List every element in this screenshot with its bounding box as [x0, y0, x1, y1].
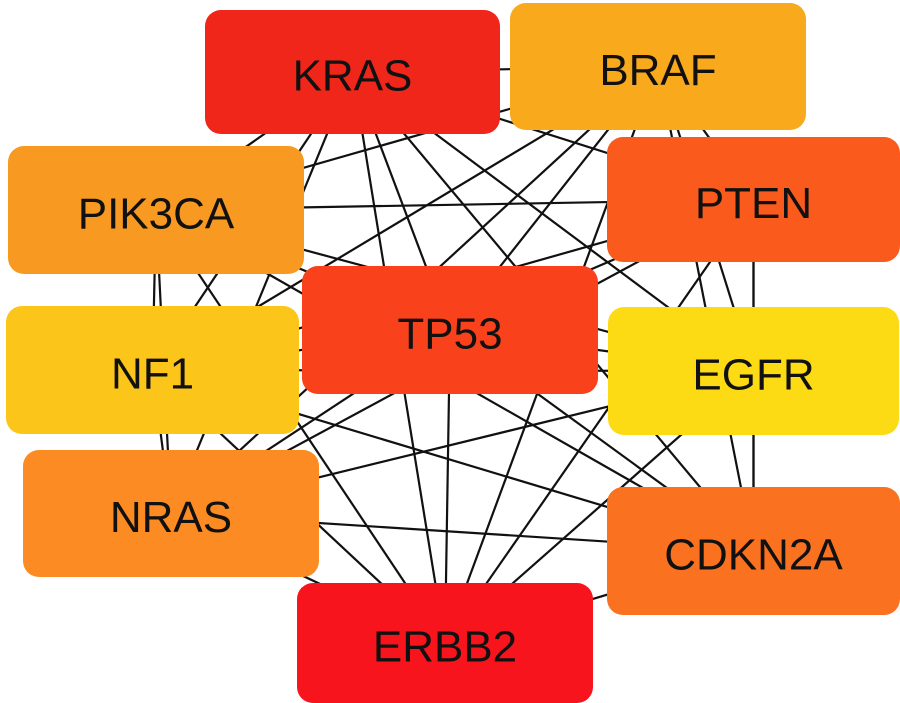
- node-pik3ca: PIK3CA: [8, 146, 304, 274]
- edge-pten-erbb2: [444, 198, 755, 644]
- node-nf1: NF1: [6, 306, 299, 434]
- node-label-pik3ca: PIK3CA: [78, 190, 235, 239]
- edge-pik3ca-erbb2: [155, 209, 446, 644]
- node-label-nf1: NF1: [111, 350, 194, 399]
- node-box-egfr: [608, 307, 899, 435]
- node-box-cdkn2a: [607, 487, 900, 615]
- node-box-pten: [607, 137, 900, 262]
- edge-kras-nras: [169, 71, 354, 514]
- node-tp53: TP53: [302, 266, 598, 394]
- node-box-kras: [205, 10, 500, 134]
- node-label-egfr: EGFR: [692, 351, 814, 400]
- node-erbb2: ERBB2: [297, 583, 593, 703]
- node-cdkn2a: CDKN2A: [607, 487, 900, 615]
- node-label-kras: KRAS: [293, 52, 413, 101]
- node-box-pik3ca: [8, 146, 304, 274]
- node-box-braf: [510, 3, 806, 130]
- node-label-erbb2: ERBB2: [373, 623, 517, 672]
- node-kras: KRAS: [205, 10, 500, 134]
- node-braf: BRAF: [510, 3, 806, 130]
- node-label-cdkn2a: CDKN2A: [664, 531, 843, 580]
- node-box-nf1: [6, 306, 299, 434]
- node-label-nras: NRAS: [110, 493, 232, 542]
- node-pten: PTEN: [607, 137, 900, 262]
- node-label-tp53: TP53: [397, 310, 502, 359]
- node-box-nras: [23, 450, 319, 577]
- node-label-pten: PTEN: [695, 179, 812, 228]
- node-egfr: EGFR: [608, 307, 899, 435]
- node-nras: NRAS: [23, 450, 319, 577]
- node-box-tp53: [302, 266, 598, 394]
- node-label-braf: BRAF: [599, 46, 716, 95]
- node-box-erbb2: [297, 583, 593, 703]
